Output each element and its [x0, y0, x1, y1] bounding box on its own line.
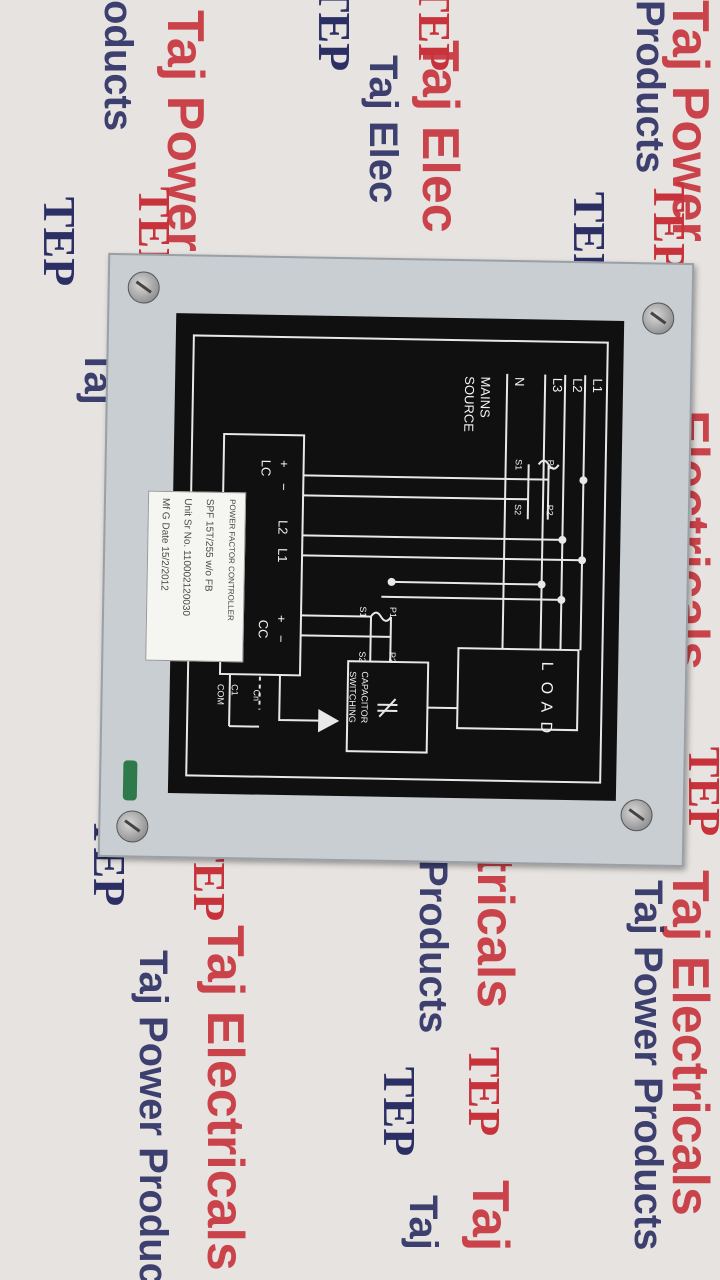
- controller-cover-plate: L1 L2 L3 N MAINS SOURCE P1 P2 S1 S2 P1 P…: [97, 252, 695, 868]
- ct-top-s2: S2: [512, 504, 523, 516]
- tep-logo: TEP: [34, 196, 86, 287]
- ct-bottom-p2: P2: [387, 651, 398, 664]
- watermark-text: Taj: [461, 1180, 519, 1252]
- load-a: A: [537, 701, 555, 713]
- rating-sticker: POWER FACTOR CONTROLLER SPF 15T/255 w/o …: [145, 490, 247, 663]
- watermark-text: tricals: [466, 855, 524, 1009]
- load-box: [456, 647, 580, 732]
- label-l1: L1: [589, 378, 606, 394]
- mains-label: MAINS: [477, 376, 494, 418]
- line-n: [501, 373, 509, 649]
- watermark-text: Taj: [401, 1195, 445, 1250]
- terminal-cn: Cn: [251, 689, 262, 702]
- tep-logo: TEP: [644, 181, 696, 272]
- ct-bottom-s2: S2: [357, 651, 368, 663]
- load-d: D: [537, 721, 555, 734]
- ct-top-p1: P1: [545, 459, 556, 471]
- ct-top-p2: P2: [544, 504, 555, 516]
- line-l3: [539, 374, 547, 650]
- ct-bottom-s1: S1: [357, 606, 369, 618]
- sticker-spf: SPF 15T/255 w/o FB: [202, 498, 216, 592]
- terminal-l1: L1: [274, 547, 291, 563]
- screw-icon: [127, 271, 160, 304]
- terminal-plus: +: [276, 459, 292, 468]
- label-n: N: [512, 377, 528, 387]
- watermark-text: Products: [411, 860, 455, 1034]
- ct-top-s1: S1: [513, 459, 524, 471]
- terminal-lc: LC: [258, 459, 274, 477]
- screw-icon: [116, 810, 149, 843]
- terminal-com: COM: [215, 683, 226, 706]
- tep-logo: TEP: [409, 0, 461, 72]
- capacitor-label: CAPACITOR: [359, 671, 371, 724]
- watermark-text: Taj Power Products: [131, 950, 175, 1280]
- tep-logo: TEP: [309, 0, 361, 72]
- wiring-diagram: [185, 334, 609, 784]
- watermark-text: oducts: [96, 0, 140, 132]
- tep-logo: TEP: [459, 1046, 511, 1137]
- terminal-plus-cc: +: [273, 614, 290, 623]
- label-l2: L2: [569, 378, 586, 393]
- green-wire: [122, 760, 138, 801]
- watermark-text: Taj Power Products: [626, 880, 670, 1251]
- watermark-text: Taj Elec: [361, 55, 405, 204]
- sticker-mfg-date: Mf G Date 15/2/2012: [158, 497, 172, 591]
- sticker-unit-sr: Unit Sr No. 110002120030: [179, 498, 194, 617]
- load-o: O: [537, 681, 555, 695]
- switching-label: SWITCHING: [347, 671, 359, 723]
- sticker-title: POWER FACTOR CONTROLLER: [225, 499, 238, 621]
- line-l2: [559, 374, 567, 650]
- terminal-l2: L2: [275, 519, 291, 535]
- screw-icon: [620, 798, 653, 832]
- screw-icon: [641, 302, 675, 335]
- wiring-diagram-plate: L1 L2 L3 N MAINS SOURCE P1 P2 S1 S2 P1 P…: [167, 313, 625, 801]
- terminal-cc: CC: [255, 619, 271, 639]
- tep-logo: TEP: [374, 1066, 426, 1157]
- watermark-text: Taj Electricals: [196, 925, 254, 1271]
- ct-bottom: [370, 611, 392, 622]
- load-l: L: [538, 661, 556, 671]
- source-label: SOURCE: [461, 376, 478, 433]
- ct-bottom-p1: P1: [387, 606, 399, 619]
- terminal-c1: C1: [229, 684, 240, 696]
- line-l1: [579, 375, 587, 651]
- watermark-text: Products: [628, 0, 672, 174]
- label-l3: L3: [549, 377, 566, 393]
- terminal-minus-cc: −: [273, 634, 289, 643]
- terminal-minus: −: [276, 482, 292, 491]
